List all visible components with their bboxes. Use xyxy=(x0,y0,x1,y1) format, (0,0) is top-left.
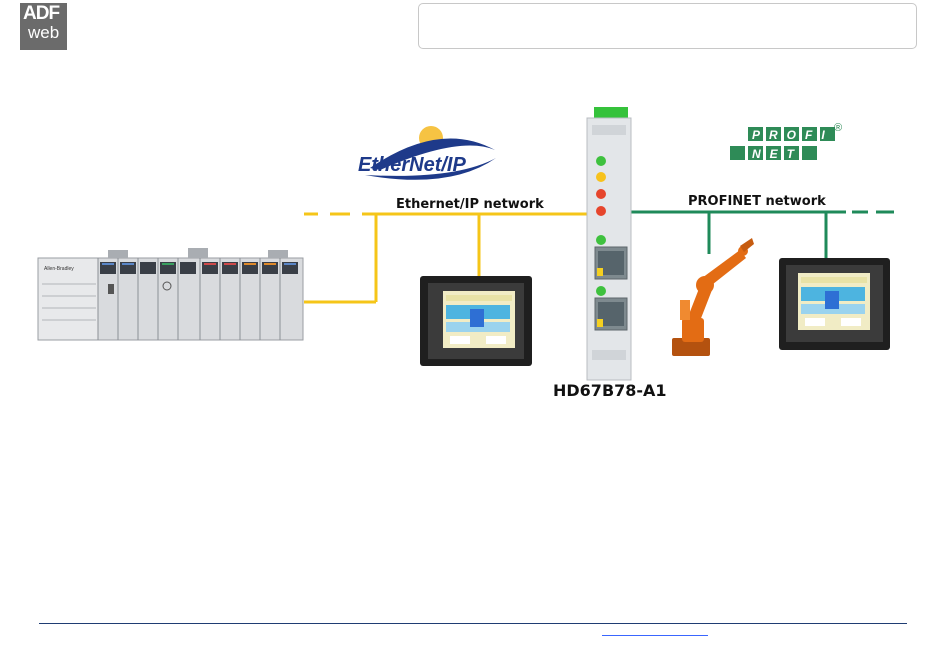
profinet-logo: PROFI NET ® xyxy=(730,122,842,161)
plc-brand-text: Allen-Bradley xyxy=(44,266,74,272)
industrial-robot xyxy=(672,238,754,356)
profinet-network-label: PROFINET network xyxy=(688,194,826,209)
footer-rule xyxy=(39,623,907,624)
ethernet-ip-logo: EtherNet/IP xyxy=(358,126,496,180)
ethernet-ip-network-label: Ethernet/IP network xyxy=(396,197,544,212)
registered-mark: ® xyxy=(834,122,842,134)
hmi-panel-left xyxy=(420,276,532,366)
gateway-led-2 xyxy=(596,172,606,182)
gateway-led-6 xyxy=(596,286,606,296)
gateway-led-4 xyxy=(596,206,606,216)
ethernet-ip-logo-text: EtherNet/IP xyxy=(358,154,466,176)
plc-rack: Allen-Bradley xyxy=(38,248,303,340)
gateway-led-5 xyxy=(596,235,606,245)
gateway-led-3 xyxy=(596,189,606,199)
profinet-logo-line2: NET xyxy=(752,147,803,161)
hmi-panel-right xyxy=(779,258,890,350)
gateway-device xyxy=(587,107,631,380)
gateway-model-label: HD67B78-A1 xyxy=(553,381,667,400)
footer-link[interactable] xyxy=(602,635,708,636)
profinet-lines xyxy=(630,212,894,258)
profinet-logo-line1: PROFI xyxy=(752,128,834,142)
gateway-led-1 xyxy=(596,156,606,166)
